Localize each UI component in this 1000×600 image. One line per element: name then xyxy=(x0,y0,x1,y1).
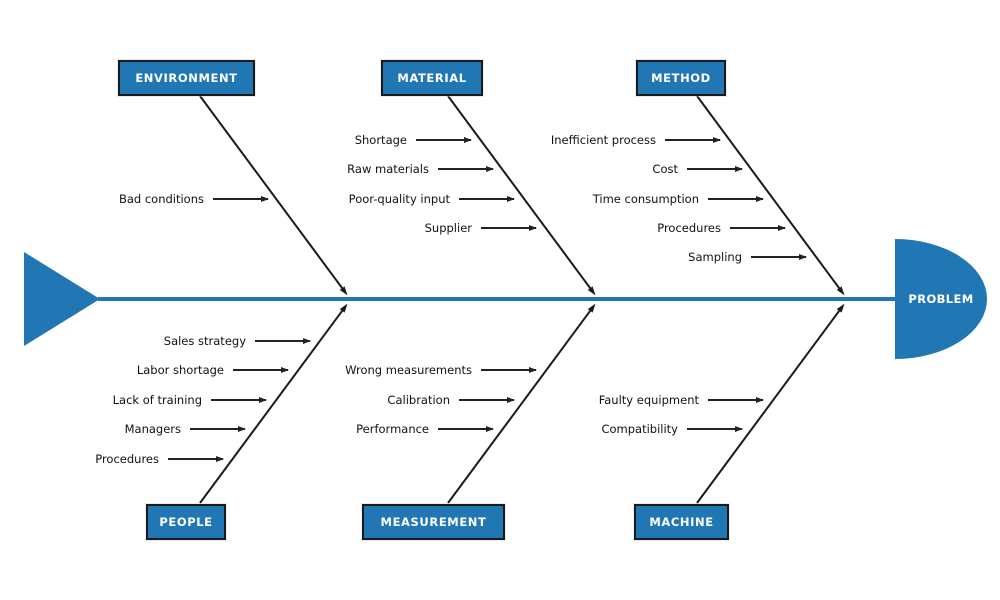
cause-label: Wrong measurements xyxy=(345,363,472,377)
cause-label: Procedures xyxy=(95,452,159,466)
cause-row: Performance xyxy=(356,419,493,439)
cause-row: Lack of training xyxy=(113,390,266,410)
cause-arrow-icon xyxy=(687,428,742,430)
cause-label: Cost xyxy=(652,162,678,176)
cause-arrow-icon xyxy=(416,139,471,141)
cause-label: Inefficient process xyxy=(550,133,656,147)
cause-label: Supplier xyxy=(424,221,472,235)
cause-label: Performance xyxy=(356,422,429,436)
cause-row: Poor-quality input xyxy=(349,189,514,209)
category-label: MATERIAL xyxy=(397,71,467,85)
cause-arrow-icon xyxy=(665,139,720,141)
cause-label: Faulty equipment xyxy=(598,393,699,407)
cause-row: Sales strategy xyxy=(164,331,310,351)
cause-arrow-icon xyxy=(459,198,514,200)
cause-label: Lack of training xyxy=(112,393,202,407)
cause-label: Poor-quality input xyxy=(348,192,450,206)
cause-arrow-icon xyxy=(233,369,288,371)
cause-arrow-icon xyxy=(438,428,493,430)
cause-row: Compatibility xyxy=(601,419,742,439)
cause-row: Wrong measurements xyxy=(345,360,536,380)
cause-arrow-icon xyxy=(168,458,223,460)
category-box-method: METHOD xyxy=(636,60,726,96)
cause-label: Labor shortage xyxy=(136,363,224,377)
cause-arrow-icon xyxy=(481,227,536,229)
category-box-environment: ENVIRONMENT xyxy=(118,60,255,96)
cause-row: Inefficient process xyxy=(551,130,720,150)
cause-label: Calibration xyxy=(387,393,450,407)
category-box-material: MATERIAL xyxy=(381,60,483,96)
cause-arrow-icon xyxy=(255,340,310,342)
category-box-people: PEOPLE xyxy=(146,504,226,540)
cause-row: Faulty equipment xyxy=(599,390,763,410)
cause-arrow-icon xyxy=(190,428,245,430)
cause-arrow-icon xyxy=(213,198,268,200)
cause-arrow-icon xyxy=(730,227,785,229)
cause-label: Procedures xyxy=(657,221,721,235)
cause-arrow-icon xyxy=(708,399,763,401)
cause-row: Sampling xyxy=(688,247,806,267)
cause-arrow-icon xyxy=(687,168,742,170)
cause-label: Compatibility xyxy=(601,422,678,436)
cause-arrow-icon xyxy=(211,399,266,401)
problem-label: PROBLEM xyxy=(908,292,974,306)
cause-arrow-icon xyxy=(708,198,763,200)
cause-arrow-icon xyxy=(481,369,536,371)
cause-label: Raw materials xyxy=(347,162,429,176)
cause-arrow-icon xyxy=(438,168,493,170)
cause-row: Cost xyxy=(652,159,742,179)
category-label: ENVIRONMENT xyxy=(135,71,238,85)
problem-head: PROBLEM xyxy=(895,239,987,359)
cause-arrow-icon xyxy=(751,256,806,258)
cause-label: Sampling xyxy=(688,250,742,264)
cause-row: Procedures xyxy=(657,218,785,238)
cause-label: Shortage xyxy=(354,133,407,147)
spine-line xyxy=(98,297,896,301)
cause-row: Shortage xyxy=(355,130,471,150)
cause-row: Raw materials xyxy=(347,159,493,179)
category-label: MACHINE xyxy=(649,515,714,529)
cause-row: Time consumption xyxy=(593,189,763,209)
cause-label: Bad conditions xyxy=(118,192,204,206)
category-label: METHOD xyxy=(651,71,711,85)
cause-row: Procedures xyxy=(95,449,223,469)
category-label: PEOPLE xyxy=(159,515,213,529)
category-label: MEASUREMENT xyxy=(380,515,487,529)
cause-arrow-icon xyxy=(459,399,514,401)
cause-label: Time consumption xyxy=(592,192,699,206)
category-box-machine: MACHINE xyxy=(634,504,729,540)
cause-row: Calibration xyxy=(387,390,514,410)
cause-label: Sales strategy xyxy=(163,334,246,348)
cause-row: Managers xyxy=(125,419,245,439)
cause-label: Managers xyxy=(124,422,181,436)
cause-row: Bad conditions xyxy=(119,189,268,209)
category-box-measurement: MEASUREMENT xyxy=(362,504,505,540)
cause-row: Supplier xyxy=(425,218,536,238)
tail-triangle xyxy=(24,252,100,346)
cause-row: Labor shortage xyxy=(137,360,288,380)
